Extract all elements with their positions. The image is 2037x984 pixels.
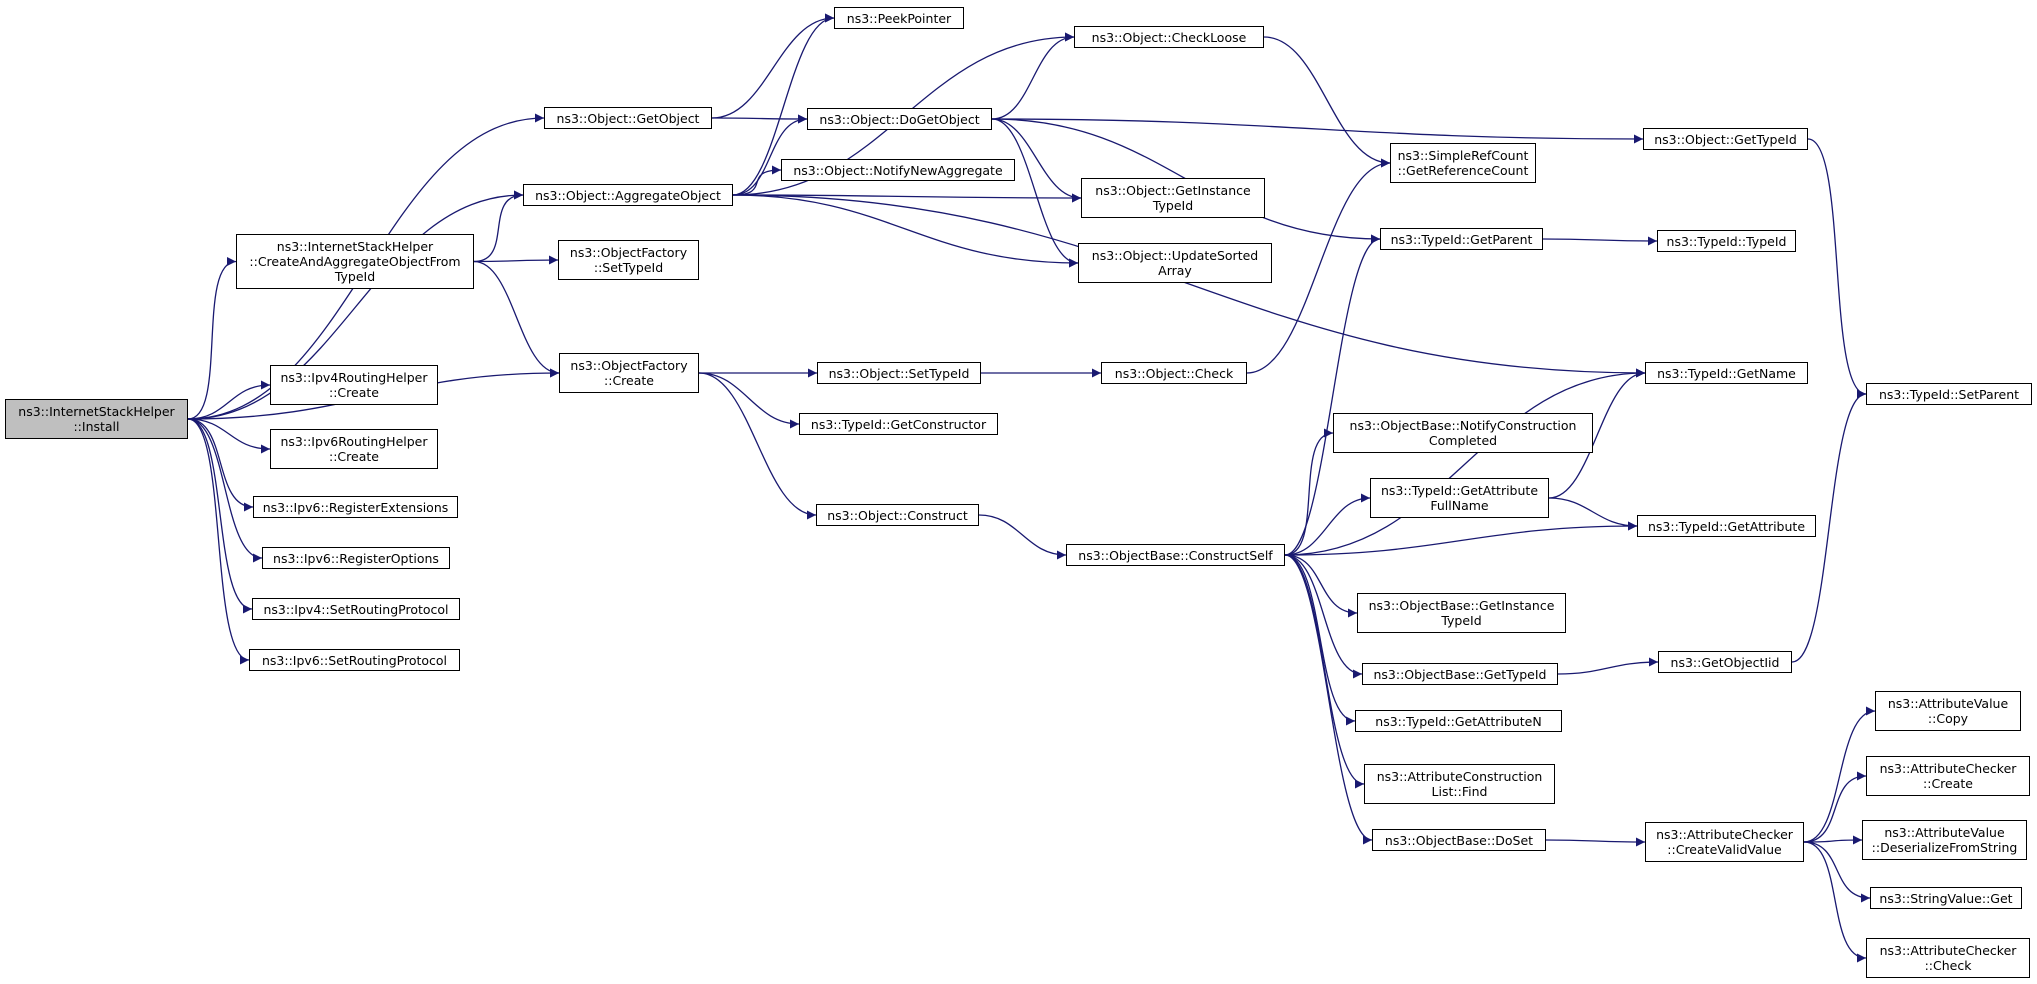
edge-dogetobject-to-updatesorted — [991, 118, 1079, 268]
edge-constructself-to-doset — [1284, 554, 1373, 845]
edge-getobject-to-peekpointer — [711, 13, 835, 119]
edge-createagg-to-factorycreate — [473, 260, 560, 378]
node-obgettypeid[interactable]: ns3::ObjectBase::GetTypeId — [1362, 663, 1558, 685]
edge-constructself-to-getattributen — [1284, 554, 1356, 726]
node-createvalidvalue[interactable]: ns3::AttributeChecker ::CreateValidValue — [1645, 822, 1804, 862]
edge-createvalidvalue-to-avdeser — [1803, 835, 1863, 845]
edge-aggregate-to-getinstancetypeid — [732, 193, 1082, 203]
node-ipv4rhcreate[interactable]: ns3::Ipv4RoutingHelper ::Create — [270, 365, 438, 405]
edge-install-to-createagg — [187, 257, 237, 420]
node-getattribute[interactable]: ns3::TypeId::GetAttribute — [1637, 515, 1816, 537]
edge-aggregate-to-updatesorted — [732, 194, 1079, 268]
edge-aggregate-to-getname — [732, 194, 1646, 378]
edge-getattrfullname-to-getname — [1548, 368, 1646, 499]
node-install[interactable]: ns3::InternetStackHelper ::Install — [5, 399, 188, 439]
edge-constructself-to-attrconstfind — [1284, 554, 1365, 789]
edge-getobjectiid-to-setparent — [1791, 389, 1867, 663]
node-doset[interactable]: ns3::ObjectBase::DoSet — [1372, 829, 1546, 851]
edge-install-to-regext — [187, 418, 254, 512]
node-setparent[interactable]: ns3::TypeId::SetParent — [1866, 383, 2032, 405]
node-dogetobject[interactable]: ns3::Object::DoGetObject — [807, 108, 992, 130]
node-regopt[interactable]: ns3::Ipv6::RegisterOptions — [262, 547, 450, 569]
edge-checkloose-to-getrefcount — [1263, 36, 1391, 168]
node-obgetinstancetypeid[interactable]: ns3::ObjectBase::GetInstance TypeId — [1357, 593, 1566, 633]
node-updatesorted[interactable]: ns3::Object::UpdateSorted Array — [1078, 243, 1272, 283]
edge-objgettypeid-to-setparent — [1807, 138, 1867, 399]
node-attrconstfind[interactable]: ns3::AttributeConstruction List::Find — [1364, 764, 1555, 804]
node-accreate[interactable]: ns3::AttributeChecker ::Create — [1866, 756, 2030, 796]
node-getinstancetypeid[interactable]: ns3::Object::GetInstance TypeId — [1081, 178, 1265, 218]
edge-dogetobject-to-objgettypeid — [991, 118, 1644, 144]
edge-dogetobject-to-checkloose — [991, 32, 1075, 120]
node-ipv4setrp[interactable]: ns3::Ipv4::SetRoutingProtocol — [252, 598, 460, 620]
node-construct[interactable]: ns3::Object::Construct — [816, 504, 979, 526]
node-regext[interactable]: ns3::Ipv6::RegisterExtensions — [253, 496, 458, 518]
node-factorysettypeid[interactable]: ns3::ObjectFactory ::SetTypeId — [558, 240, 699, 280]
node-stringget[interactable]: ns3::StringValue::Get — [1870, 887, 2022, 909]
edge-construct-to-constructself — [978, 514, 1067, 560]
edge-constructself-to-obgettypeid — [1284, 554, 1363, 679]
node-checkloose[interactable]: ns3::Object::CheckLoose — [1074, 26, 1264, 48]
edge-createvalidvalue-to-accreate — [1803, 771, 1867, 843]
edge-constructself-to-getattribute — [1284, 521, 1638, 556]
node-ipv6setrp[interactable]: ns3::Ipv6::SetRoutingProtocol — [249, 649, 460, 671]
node-aggregate[interactable]: ns3::Object::AggregateObject — [523, 184, 733, 206]
edge-aggregate-to-notifynewagg — [732, 165, 782, 196]
edge-install-to-aggregate — [187, 190, 524, 420]
edge-aggregate-to-dogetobject — [732, 114, 808, 196]
edge-getobject-to-dogetobject — [711, 114, 808, 124]
edge-dogetobject-to-getinstancetypeid — [991, 118, 1082, 203]
node-createagg[interactable]: ns3::InternetStackHelper ::CreateAndAggr… — [236, 234, 474, 289]
edge-objcheck-to-getrefcount — [1246, 158, 1391, 374]
node-objcheck[interactable]: ns3::Object::Check — [1101, 362, 1247, 384]
edge-createvalidvalue-to-stringget — [1803, 841, 1871, 903]
node-objsettypeid[interactable]: ns3::Object::SetTypeId — [817, 362, 981, 384]
edge-createagg-to-factorysettypeid — [473, 255, 559, 265]
edge-getparent-to-typeidtypeid — [1542, 236, 1658, 246]
edge-constructself-to-notifyconstcompl — [1284, 428, 1334, 556]
node-peekpointer[interactable]: ns3::PeekPointer — [834, 7, 964, 29]
edge-obgettypeid-to-getobjectiid — [1557, 657, 1659, 675]
edge-constructself-to-getname — [1284, 368, 1646, 556]
edge-factorycreate-to-getconstructor — [698, 372, 800, 429]
edge-createvalidvalue-to-avcopy — [1803, 706, 1876, 843]
node-getobjectiid[interactable]: ns3::GetObjectIid — [1658, 651, 1792, 673]
edge-aggregate-to-peekpointer — [732, 13, 835, 196]
edge-constructself-to-obgetinstancetypeid — [1284, 554, 1358, 618]
node-getconstructor[interactable]: ns3::TypeId::GetConstructor — [799, 413, 998, 435]
edge-createvalidvalue-to-accheck — [1803, 841, 1867, 963]
node-factorycreate[interactable]: ns3::ObjectFactory ::Create — [559, 353, 699, 393]
node-getparent[interactable]: ns3::TypeId::GetParent — [1380, 228, 1543, 250]
edge-install-to-ipv6setrp — [187, 418, 250, 665]
node-accheck[interactable]: ns3::AttributeChecker ::Check — [1866, 938, 2030, 978]
node-notifynewagg[interactable]: ns3::Object::NotifyNewAggregate — [781, 159, 1015, 181]
node-ipv6rhcreate[interactable]: ns3::Ipv6RoutingHelper ::Create — [270, 429, 438, 469]
edge-install-to-ipv4setrp — [187, 418, 253, 614]
node-getobject[interactable]: ns3::Object::GetObject — [544, 107, 712, 129]
node-objgettypeid[interactable]: ns3::Object::GetTypeId — [1643, 128, 1808, 150]
node-getname[interactable]: ns3::TypeId::GetName — [1645, 362, 1808, 384]
node-constructself[interactable]: ns3::ObjectBase::ConstructSelf — [1066, 544, 1285, 566]
edge-doset-to-createvalidvalue — [1545, 837, 1646, 847]
edge-install-to-ipv4rhcreate — [187, 380, 271, 420]
node-getattributen[interactable]: ns3::TypeId::GetAttributeN — [1355, 710, 1562, 732]
node-typeidtypeid[interactable]: ns3::TypeId::TypeId — [1657, 230, 1796, 252]
edge-install-to-ipv6rhcreate — [187, 418, 271, 454]
node-getattrfullname[interactable]: ns3::TypeId::GetAttribute FullName — [1370, 478, 1549, 518]
edge-install-to-regopt — [187, 418, 263, 563]
node-getrefcount[interactable]: ns3::SimpleRefCount ::GetReferenceCount — [1390, 143, 1536, 183]
edge-getattrfullname-to-getattribute — [1548, 497, 1638, 531]
edge-createagg-to-aggregate — [473, 190, 524, 263]
node-notifyconstcompl[interactable]: ns3::ObjectBase::NotifyConstruction Comp… — [1333, 413, 1593, 453]
node-avcopy[interactable]: ns3::AttributeValue ::Copy — [1875, 691, 2021, 731]
edge-constructself-to-getattrfullname — [1284, 493, 1371, 556]
edge-factorycreate-to-construct — [698, 372, 817, 520]
node-avdeser[interactable]: ns3::AttributeValue ::DeserializeFromStr… — [1862, 820, 2027, 860]
edge-constructself-to-getparent — [1284, 234, 1381, 556]
